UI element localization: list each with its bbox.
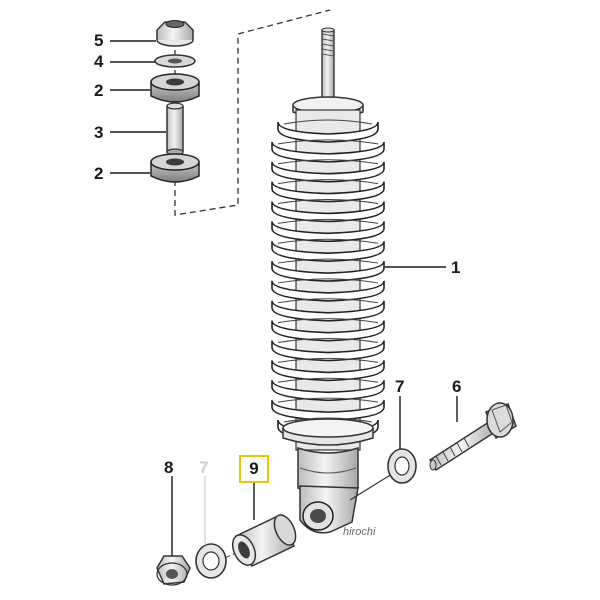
spring-coil-back-edge bbox=[277, 318, 379, 324]
callout-7-lower: 7 bbox=[199, 458, 209, 477]
spring-coil-back-edge bbox=[277, 179, 379, 185]
spring-coil-back-edge bbox=[277, 199, 379, 204]
part-2-rubber-bushing-lower bbox=[150, 153, 200, 183]
spring-coil-back-edge bbox=[277, 298, 379, 304]
callout-6: 6 bbox=[452, 377, 462, 396]
part-7-washer-right bbox=[387, 448, 417, 484]
part-2-rubber-bushing-upper bbox=[150, 73, 200, 103]
spring-coil bbox=[271, 141, 385, 163]
mount-axis-bracket bbox=[174, 9, 331, 216]
spring-coil bbox=[271, 320, 385, 342]
spring-coil-back-edge bbox=[283, 119, 373, 125]
spring-coil-back-edge bbox=[283, 417, 373, 423]
part-3-sleeve bbox=[166, 102, 184, 156]
part-8-nut bbox=[156, 555, 191, 586]
spring-coil bbox=[271, 240, 385, 263]
spring-coil bbox=[271, 300, 385, 322]
spring-coil bbox=[271, 161, 385, 183]
watermark-text: hirochi bbox=[343, 526, 376, 538]
part-7-washer-lower bbox=[195, 543, 227, 579]
lower-axis-line-right bbox=[349, 473, 393, 501]
spring-coil-back-edge bbox=[277, 377, 379, 383]
spring-coil-back-edge bbox=[277, 278, 379, 284]
spring-coil bbox=[271, 221, 385, 243]
spring-coil bbox=[271, 280, 385, 302]
spring-coil bbox=[271, 181, 385, 203]
callout-4: 4 bbox=[94, 52, 104, 71]
spring-coil bbox=[277, 121, 379, 143]
callout-8: 8 bbox=[164, 458, 174, 477]
spring-coil bbox=[271, 260, 385, 282]
callout-2-upper: 2 bbox=[94, 81, 104, 100]
callout-7-right: 7 bbox=[395, 377, 405, 396]
part-4-washer-top bbox=[154, 54, 196, 68]
spring-coil-back-edge bbox=[277, 397, 379, 403]
spring-coil bbox=[271, 360, 385, 382]
spring-coil-back-edge bbox=[277, 218, 379, 224]
spring-coil-back-edge bbox=[277, 258, 379, 264]
spring-coil-back-edge bbox=[277, 338, 379, 344]
callout-9-highlighted: 9 bbox=[239, 455, 269, 483]
spring-coil bbox=[271, 380, 385, 402]
spring-coil-back-edge bbox=[277, 159, 379, 165]
spring-coil bbox=[271, 399, 385, 421]
callout-3: 3 bbox=[94, 123, 104, 142]
spring-coil-back-edge bbox=[277, 357, 379, 363]
spring-coil-back-edge bbox=[277, 238, 379, 244]
callout-1: 1 bbox=[451, 258, 461, 277]
part-1-shock-absorber bbox=[271, 27, 385, 534]
part-9-bushing bbox=[231, 514, 297, 567]
leader-lines bbox=[110, 40, 458, 556]
part-5-nut-top bbox=[156, 20, 194, 47]
callout-5: 5 bbox=[94, 31, 104, 50]
spring-coil-back-edge bbox=[277, 139, 379, 145]
part-6-bolt bbox=[429, 402, 517, 471]
callout-2-lower: 2 bbox=[94, 164, 104, 183]
spring-coil bbox=[271, 201, 385, 223]
spring-coil bbox=[271, 340, 385, 362]
